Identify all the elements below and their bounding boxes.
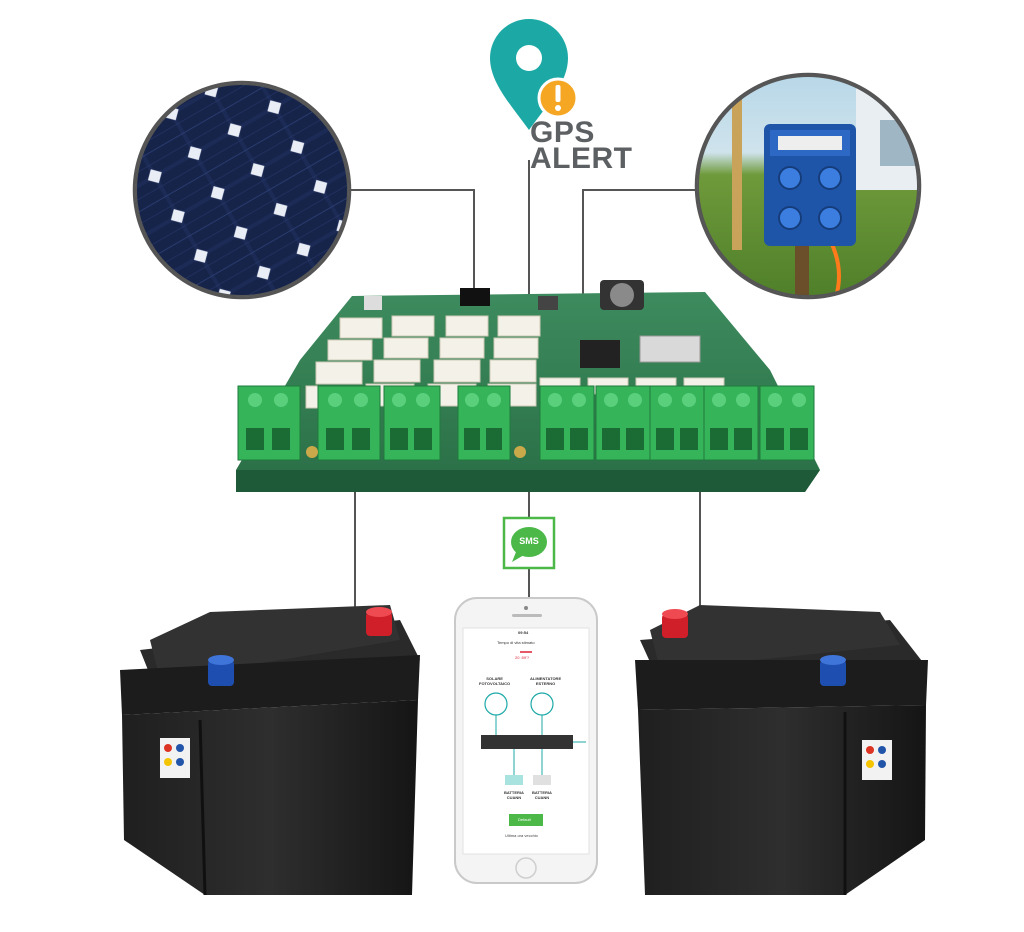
phone-solar-title: SOLARE FOTOVOLTAICO <box>479 676 511 686</box>
pcb-board-image <box>236 280 820 492</box>
gps-alert-line1: GPS <box>530 116 595 149</box>
smartphone-image <box>454 597 598 884</box>
phone-battery1-title: BATTERIA CUANN <box>504 790 524 800</box>
phone-battery2-title: BATTERIA CUANN <box>532 790 552 800</box>
phone-header: Tempo di vita stimato <box>497 640 535 645</box>
phone-default-button[interactable]: Default <box>518 817 531 822</box>
right-battery-image <box>635 605 928 895</box>
connector-lines <box>345 160 701 607</box>
gps-alert-line2: ALERT <box>530 142 633 175</box>
left-battery-image <box>120 605 420 896</box>
phone-status-time: 09:54 <box>518 630 529 635</box>
power-socket-image <box>694 72 922 300</box>
solar-connector-line <box>345 189 475 292</box>
phone-footer: Ultima ora vecchio <box>505 833 538 838</box>
gps-alert-label: GPS ALERT <box>530 116 640 175</box>
socket-connector-line <box>582 189 698 300</box>
sms-bubble-icon <box>502 516 556 570</box>
phone-value: 20 :59'? <box>515 655 530 660</box>
solar-panel-image <box>132 80 352 300</box>
alert-icon <box>537 77 579 119</box>
phone-charger-title: ALIMENTATORE ESTERNO <box>530 676 562 686</box>
